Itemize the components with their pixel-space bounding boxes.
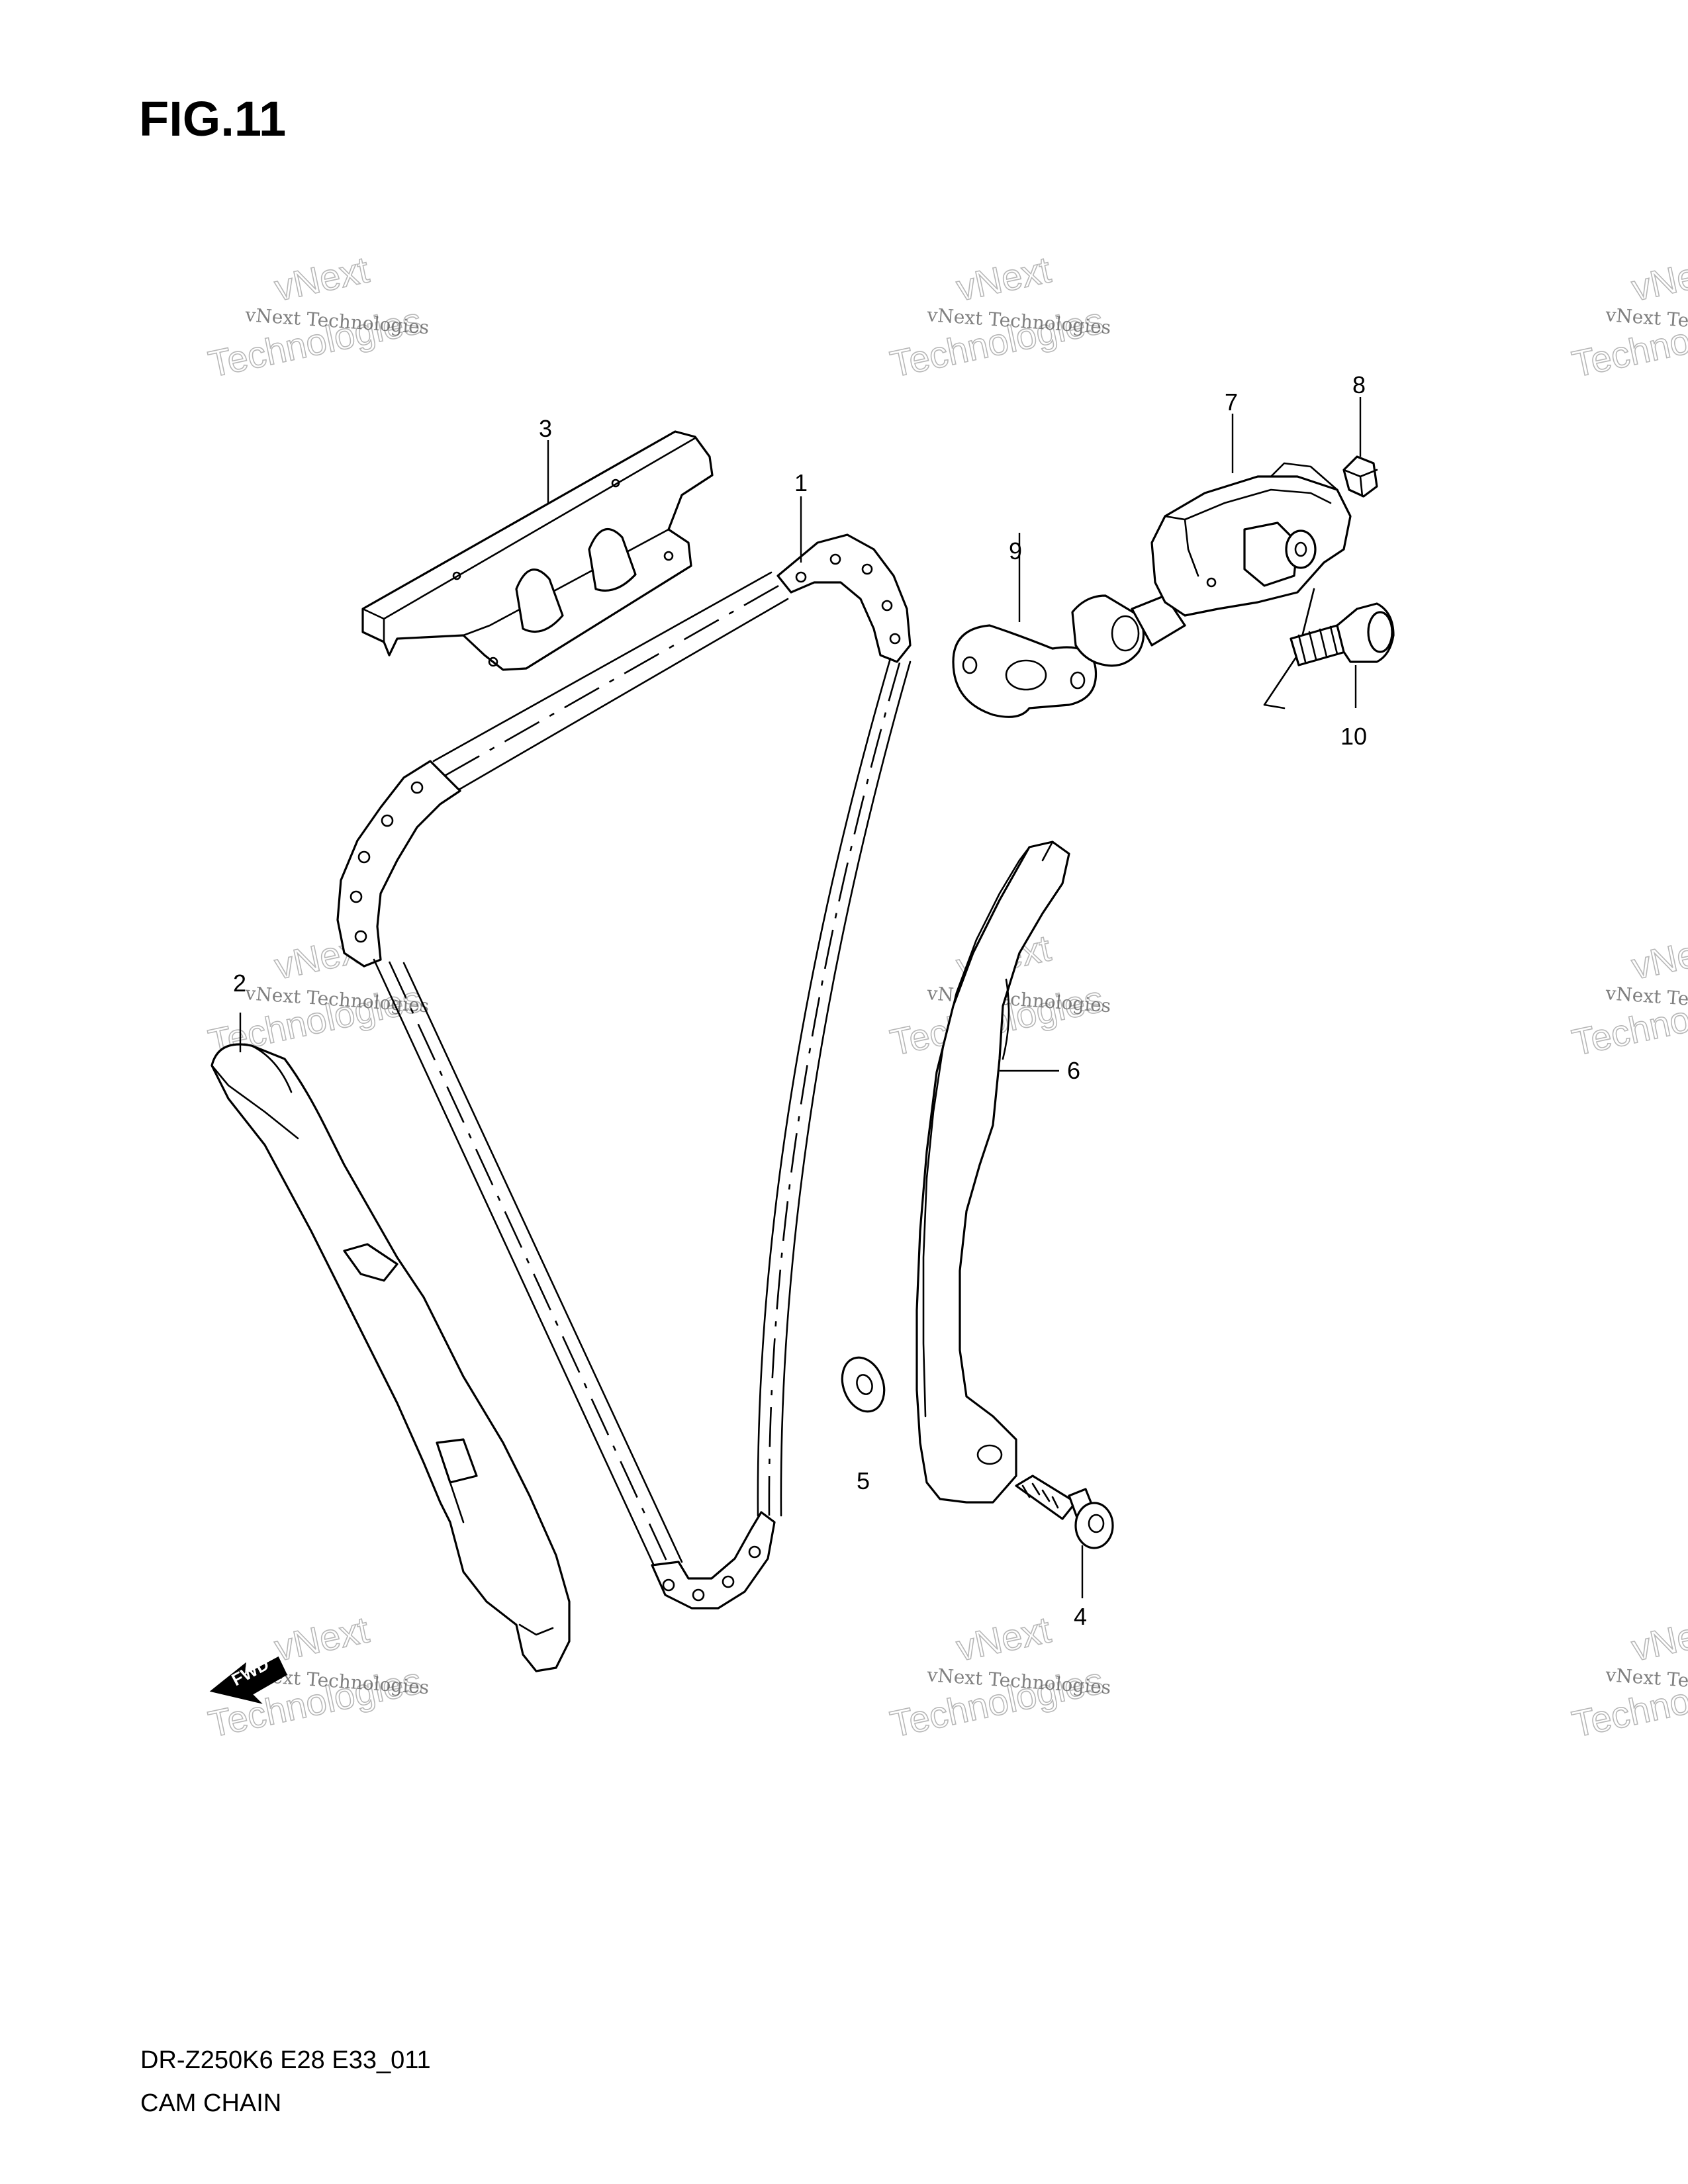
part-9-gasket[interactable] bbox=[952, 624, 1098, 718]
svg-text:vNext: vNext bbox=[953, 248, 1055, 308]
callout-5: 5 bbox=[857, 1467, 870, 1494]
svg-text:vNext: vNext bbox=[1628, 1608, 1688, 1668]
svg-text:vNext: vNext bbox=[1628, 927, 1688, 987]
part-6-chain-guide-right[interactable] bbox=[915, 841, 1070, 1504]
part-3-chain-guide-top[interactable] bbox=[361, 430, 714, 671]
callout-6: 6 bbox=[1067, 1057, 1080, 1084]
watermark-middle-right: vNext Technologies vNext Technologies bbox=[1568, 926, 1688, 1064]
part-4-bolt[interactable] bbox=[1015, 1475, 1114, 1549]
watermark-top-left: vNext Technologies vNext Technologies bbox=[205, 248, 430, 385]
part-7-tensioner-adjuster[interactable] bbox=[1071, 462, 1352, 709]
callout-10: 10 bbox=[1340, 723, 1367, 750]
callout-4: 4 bbox=[1074, 1603, 1087, 1630]
svg-text:vNext: vNext bbox=[271, 248, 373, 308]
section-name: CAM CHAIN bbox=[140, 2089, 281, 2117]
part-5-washer[interactable] bbox=[835, 1351, 891, 1417]
callout-3: 3 bbox=[539, 415, 552, 442]
svg-text:vNext: vNext bbox=[271, 1608, 373, 1668]
svg-text:vNext: vNext bbox=[953, 1608, 1055, 1668]
callout-1: 1 bbox=[794, 469, 808, 496]
figure-title: FIG.11 bbox=[139, 91, 286, 146]
callout-9: 9 bbox=[1009, 537, 1022, 565]
watermark-top-right: vNext Technologies vNext Technologies bbox=[1568, 248, 1688, 385]
watermark-bottom-right: vNext Technologies vNext Technologies bbox=[1568, 1608, 1688, 1745]
callout-7: 7 bbox=[1225, 388, 1238, 416]
model-code: DR-Z250K6 E28 E33_011 bbox=[140, 2046, 431, 2074]
part-8-cap-bolt[interactable] bbox=[1342, 455, 1378, 498]
callout-8: 8 bbox=[1352, 371, 1366, 398]
callout-2: 2 bbox=[233, 970, 246, 997]
part-2-tensioner-guide-left[interactable] bbox=[211, 1043, 571, 1672]
watermark-top-center: vNext Technologies vNext Technologies bbox=[886, 248, 1112, 385]
part-10-bolt[interactable] bbox=[1289, 602, 1395, 666]
part-1-cam-chain[interactable] bbox=[336, 533, 912, 1610]
svg-text:vNext: vNext bbox=[1628, 248, 1688, 308]
